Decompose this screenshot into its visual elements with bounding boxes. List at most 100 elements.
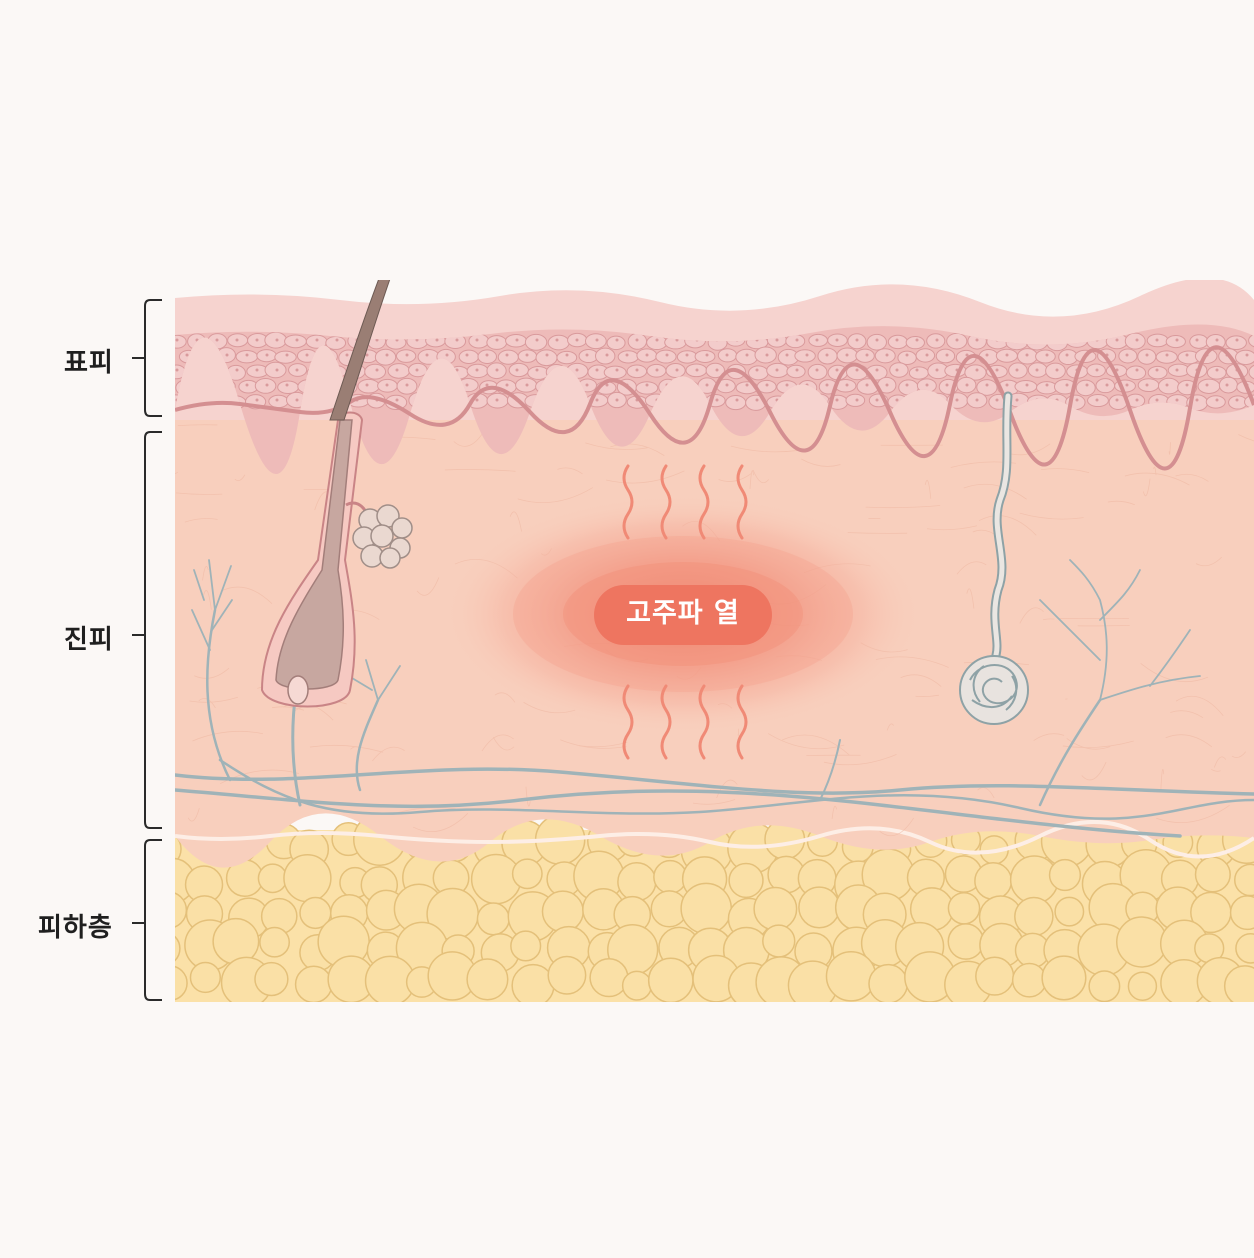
epidermis-cell	[1096, 379, 1115, 393]
epidermis-cell	[358, 379, 379, 393]
cell-nucleus	[976, 399, 979, 402]
epidermis-cell	[1015, 380, 1037, 392]
cell-nucleus	[426, 354, 429, 357]
fat-cell	[477, 903, 509, 935]
cell-nucleus	[626, 354, 629, 357]
cell-nucleus	[506, 354, 509, 357]
cell-nucleus	[1036, 369, 1039, 372]
cell-nucleus	[926, 384, 929, 387]
fat-cell	[1117, 917, 1167, 967]
cell-nucleus	[276, 369, 279, 372]
cell-nucleus	[726, 384, 729, 387]
fat-cell	[260, 927, 289, 956]
cell-nucleus	[896, 399, 899, 402]
cell-nucleus	[536, 339, 539, 342]
fat-cell	[618, 863, 656, 901]
cell-nucleus	[876, 369, 879, 372]
epidermis-cell	[906, 337, 924, 349]
fat-cell	[1013, 964, 1046, 997]
cell-nucleus	[1176, 369, 1179, 372]
cell-nucleus	[1206, 384, 1209, 387]
epidermis-cell	[236, 350, 258, 362]
cell-nucleus	[816, 339, 819, 342]
epidermis-cell	[1076, 380, 1095, 396]
fat-cell	[623, 971, 652, 1000]
cell-nucleus	[906, 384, 909, 387]
cell-nucleus	[966, 384, 969, 387]
fat-cell	[548, 957, 585, 994]
cell-nucleus	[876, 399, 879, 402]
fat-cell	[1196, 857, 1231, 892]
cell-nucleus	[696, 369, 699, 372]
fat-cell	[948, 893, 979, 924]
cell-nucleus	[1136, 399, 1139, 402]
fat-cell	[513, 859, 542, 888]
epidermis-cell	[255, 378, 276, 393]
fat-cell	[190, 963, 220, 993]
cell-nucleus	[846, 354, 849, 357]
cell-nucleus	[816, 369, 819, 372]
cell-nucleus	[496, 399, 499, 402]
epidermis-cell	[168, 335, 186, 348]
cell-nucleus	[1136, 339, 1139, 342]
cell-nucleus	[296, 369, 299, 372]
cell-nucleus	[986, 354, 989, 357]
cell-nucleus	[526, 354, 529, 357]
epidermis-cell	[875, 349, 895, 363]
epidermis-cell	[365, 364, 386, 379]
fat-cell	[153, 966, 187, 1000]
cell-nucleus	[1016, 399, 1019, 402]
cell-nucleus	[796, 339, 799, 342]
cell-nucleus	[1106, 384, 1109, 387]
cell-nucleus	[956, 339, 959, 342]
cell-nucleus	[776, 339, 779, 342]
fat-cell	[1089, 971, 1120, 1002]
cell-nucleus	[1076, 399, 1079, 402]
fat-cell	[255, 963, 288, 996]
cell-nucleus	[266, 384, 269, 387]
fat-cell	[754, 888, 797, 931]
cell-nucleus	[606, 354, 609, 357]
cell-nucleus	[186, 354, 189, 357]
cell-nucleus	[976, 369, 979, 372]
epidermis-cell	[1037, 382, 1058, 394]
fat-cell	[1042, 956, 1086, 1000]
cell-nucleus	[996, 369, 999, 372]
epidermis-cell	[285, 335, 307, 348]
epidermis-cell	[604, 366, 626, 378]
cell-nucleus	[886, 354, 889, 357]
fat-cell	[1015, 898, 1053, 936]
fat-cell	[542, 891, 583, 932]
cell-nucleus	[1126, 354, 1129, 357]
collagen-fiber	[122, 472, 178, 482]
cell-nucleus	[1026, 354, 1029, 357]
cell-nucleus	[576, 369, 579, 372]
cell-nucleus	[916, 339, 919, 342]
cell-nucleus	[456, 339, 459, 342]
epidermis-cell	[1036, 350, 1056, 363]
cell-nucleus	[1156, 339, 1159, 342]
hypodermis-label: 피하층	[38, 907, 113, 944]
cell-nucleus	[846, 384, 849, 387]
cell-nucleus	[796, 369, 799, 372]
cell-nucleus	[686, 354, 689, 357]
cell-nucleus	[496, 339, 499, 342]
epidermis-cell	[749, 366, 769, 380]
cell-nucleus	[756, 399, 759, 402]
cell-nucleus	[346, 354, 349, 357]
cell-nucleus	[506, 384, 509, 387]
cell-nucleus	[536, 369, 539, 372]
epidermis-cell	[787, 365, 805, 377]
epidermis-cell	[1198, 379, 1220, 393]
epidermis-cell	[695, 350, 715, 362]
fat-cell	[869, 965, 907, 1003]
cell-nucleus	[486, 354, 489, 357]
cell-nucleus	[956, 399, 959, 402]
cell-nucleus	[946, 354, 949, 357]
fat-cell	[976, 957, 1014, 995]
cell-nucleus	[406, 384, 409, 387]
epidermis-cell	[1206, 396, 1225, 408]
cell-nucleus	[296, 339, 299, 342]
cell-nucleus	[1116, 399, 1119, 402]
cell-nucleus	[826, 384, 829, 387]
